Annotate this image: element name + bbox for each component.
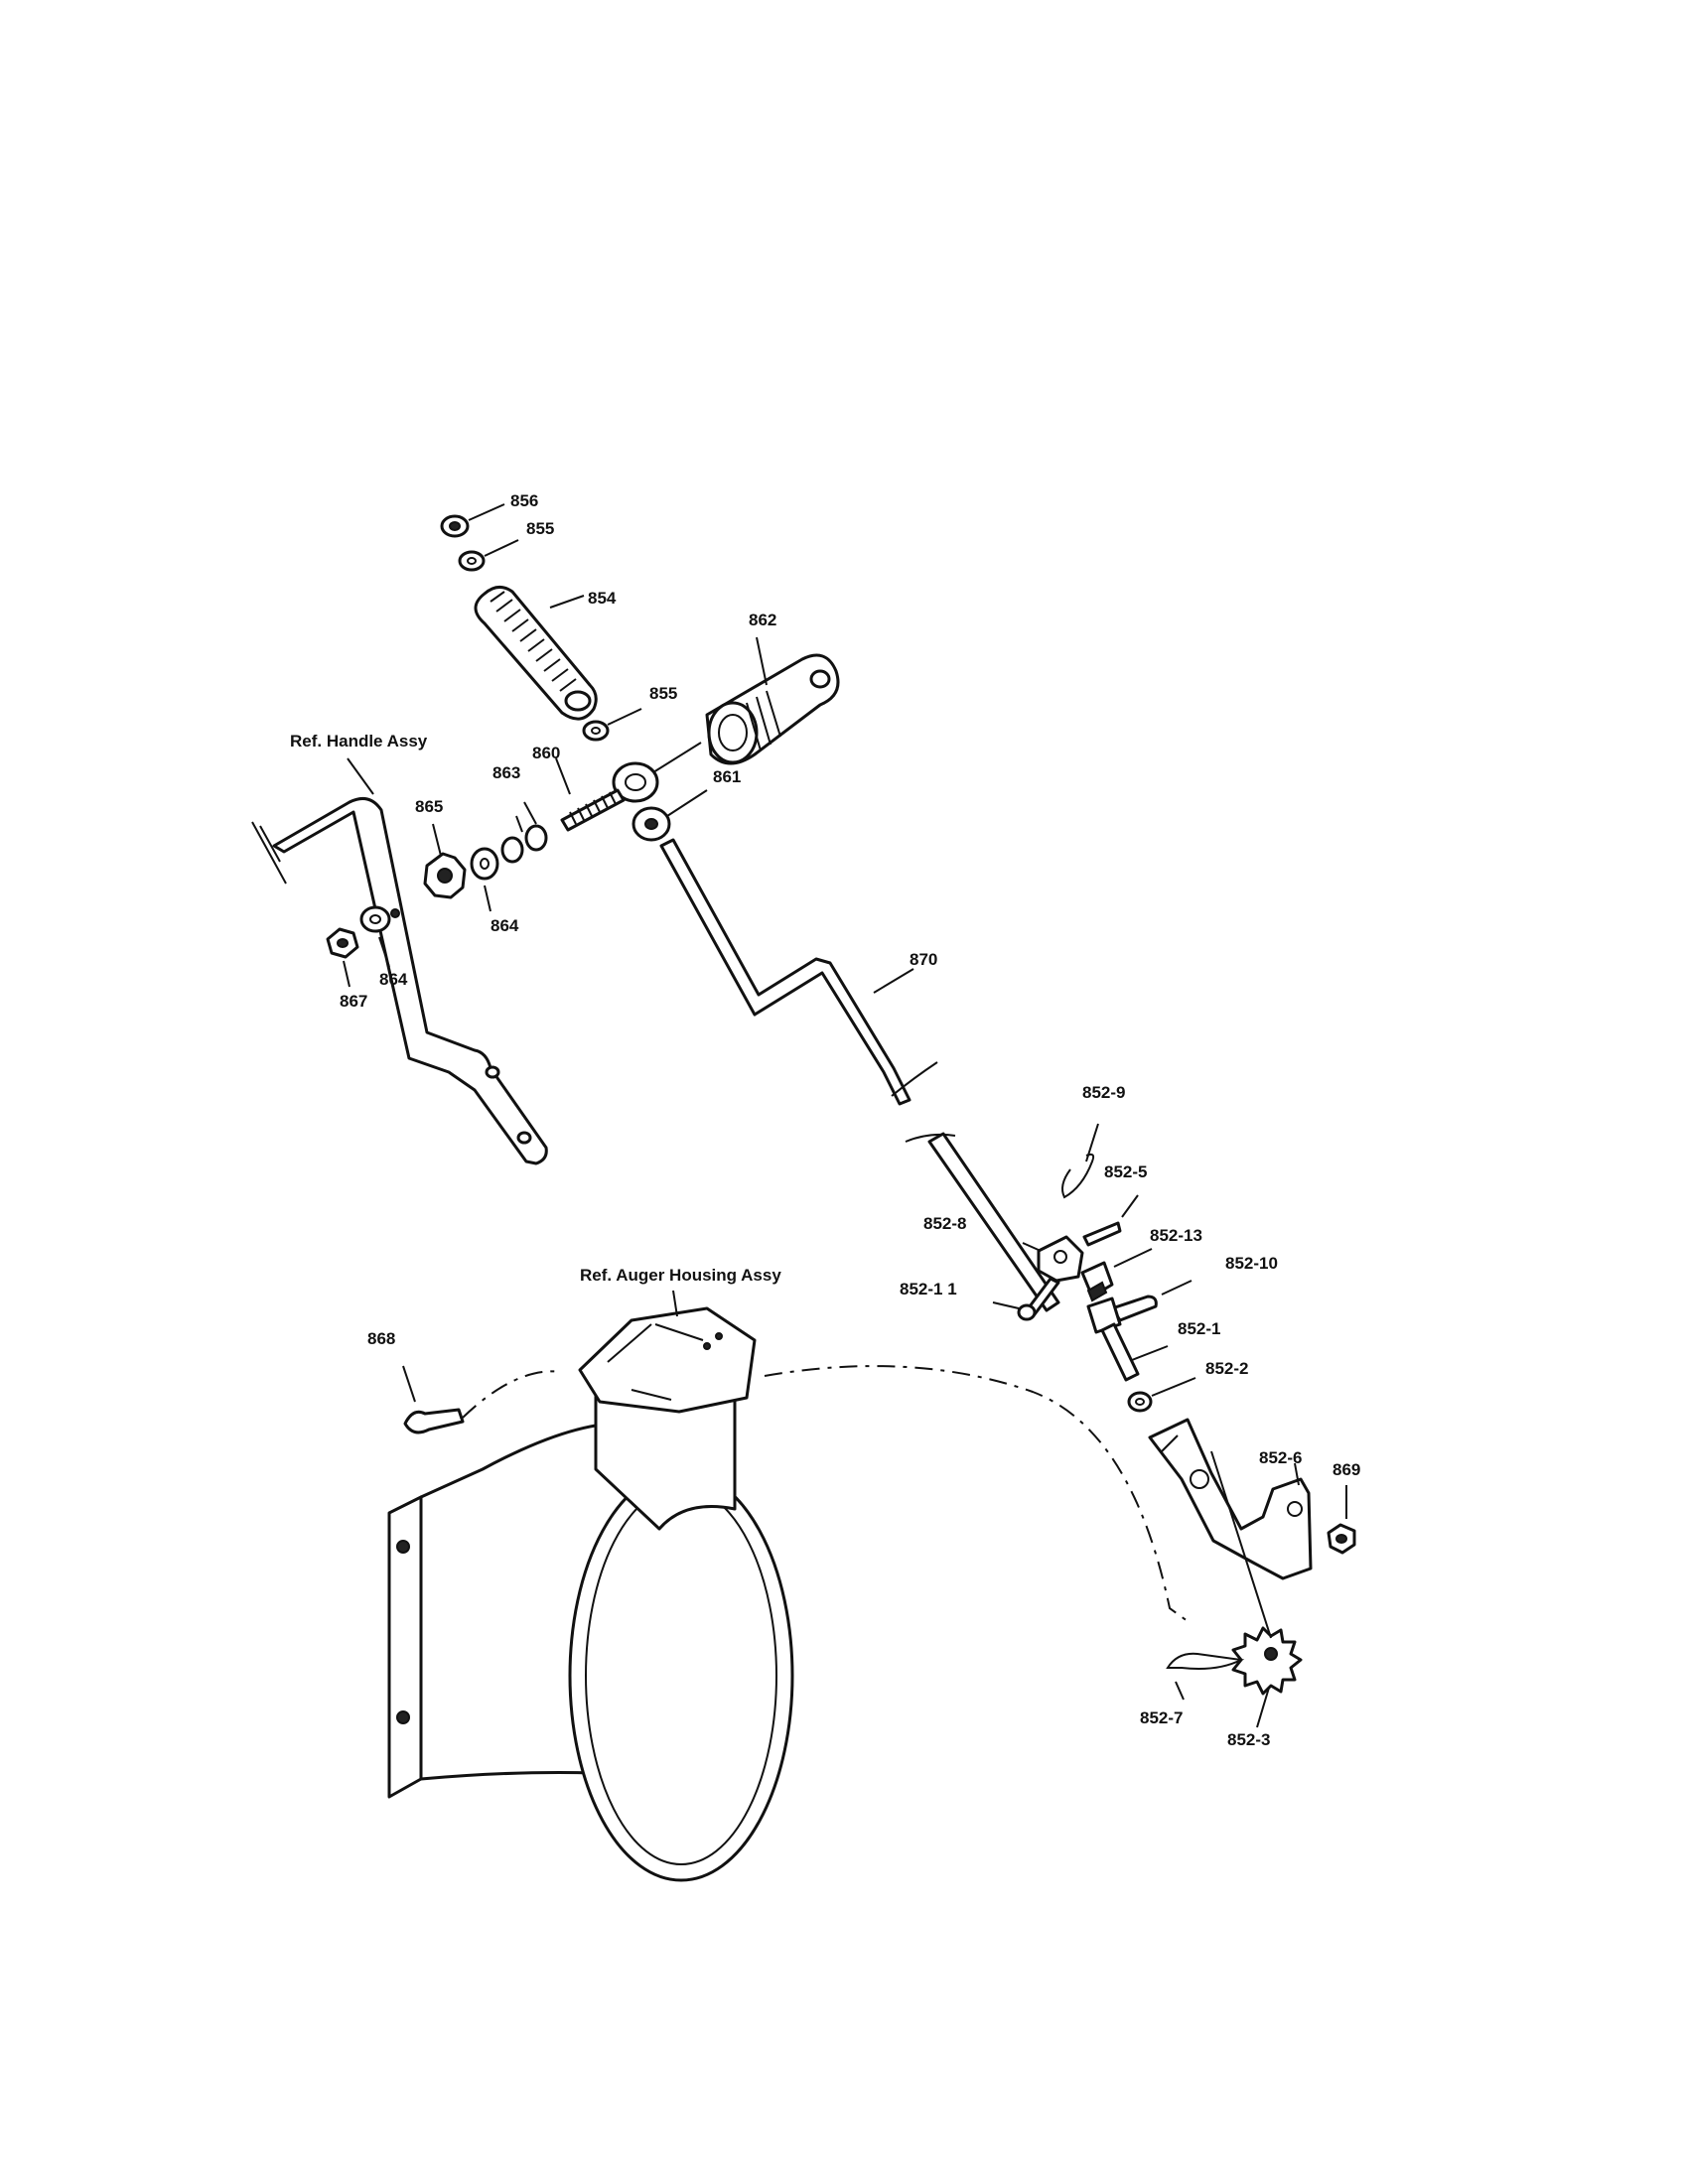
washer-855-lower: [582, 720, 610, 742]
part-label-855-top: 855: [526, 519, 555, 538]
part-label-852-10: 852-10: [1225, 1254, 1278, 1273]
part-label-864-lower: 864: [379, 970, 408, 989]
pin-852-5: [1082, 1221, 1122, 1247]
nut-856: [440, 514, 470, 538]
ratchet-865: [423, 852, 467, 899]
clip-852-9: [1061, 1153, 1095, 1199]
bracket-852-6: [1148, 1418, 1313, 1580]
part-label-865: 865: [415, 797, 444, 816]
part-label-852-13: 852-13: [1150, 1226, 1202, 1245]
part-label-854: 854: [588, 589, 617, 608]
part-label-856: 856: [510, 491, 539, 510]
nuts-863: [500, 801, 548, 864]
part-label-864-upper: 864: [491, 916, 519, 935]
part-label-852-11: 852-1 1: [900, 1280, 957, 1298]
spring-860: [560, 788, 626, 832]
part-label-852-3: 852-3: [1227, 1730, 1271, 1749]
part-label-852-6: 852-6: [1259, 1448, 1303, 1467]
part-label-861: 861: [713, 767, 742, 786]
part-label-860: 860: [532, 744, 561, 762]
part-label-852-5: 852-5: [1104, 1162, 1148, 1181]
washer-864-lower: [359, 905, 391, 933]
rod-870: [659, 838, 1060, 1312]
handle-bracket: [251, 796, 548, 1165]
part-label-852-8: 852-8: [923, 1214, 967, 1233]
part-label-852-7: 852-7: [1140, 1708, 1184, 1727]
block-852-13: [1080, 1261, 1114, 1302]
part-label-868: 868: [367, 1329, 396, 1348]
part-label-862: 862: [749, 611, 777, 629]
part-label-852-9: 852-9: [1082, 1083, 1126, 1102]
washer-852-2: [1127, 1391, 1153, 1413]
nut-867: [326, 927, 359, 959]
handle-grip-854: [474, 586, 598, 721]
part-label-852-1: 852-1: [1178, 1319, 1221, 1338]
pin-852-10: [1110, 1295, 1158, 1322]
nut-869: [1327, 1523, 1356, 1555]
auger-housing: [387, 1306, 794, 1882]
washer-855-top: [458, 550, 486, 572]
washer-861: [632, 806, 671, 842]
part-label-863: 863: [492, 763, 521, 782]
part-label-855-lower: 855: [649, 684, 678, 703]
part-label-869: 869: [1333, 1460, 1361, 1479]
carriage-bolt-868: [403, 1408, 465, 1434]
shaft-852-1: [1100, 1322, 1140, 1382]
crank-eye: [612, 742, 702, 803]
relation-arc: [462, 1365, 1193, 1625]
part-label-867: 867: [340, 992, 368, 1011]
clip-852-7: [1166, 1652, 1245, 1670]
bolt-852-11: [1017, 1277, 1060, 1321]
ref-handle-assy-label: Ref. Handle Assy: [290, 732, 428, 751]
part-label-870: 870: [910, 950, 938, 969]
leader-lines: [343, 503, 1347, 1728]
gear-852-3: [1210, 1450, 1303, 1696]
part-label-852-2: 852-2: [1205, 1359, 1249, 1378]
ref-auger-housing-label: Ref. Auger Housing Assy: [580, 1266, 781, 1285]
yoke-852-8: [1037, 1235, 1084, 1283]
washer-864-upper: [470, 847, 499, 881]
coupler-862: [705, 653, 840, 765]
